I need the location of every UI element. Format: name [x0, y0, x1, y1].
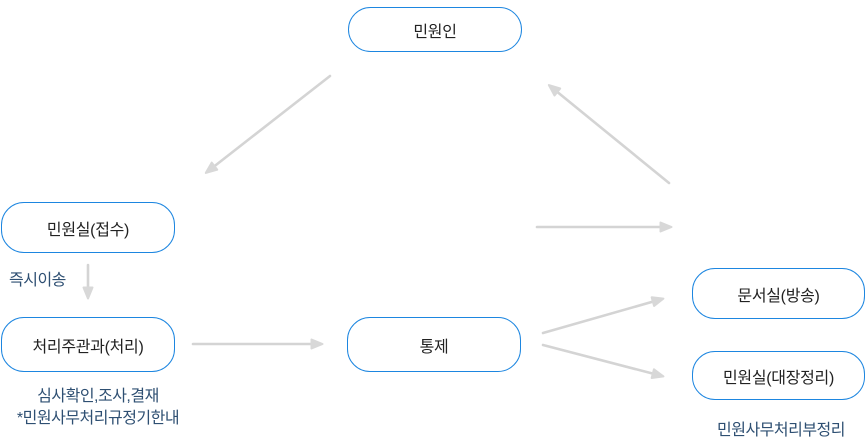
node-petitioner: 민원인 — [348, 7, 522, 52]
node-document-room-label: 문서실(방송) — [737, 287, 820, 305]
arrow-control-to-document-room — [541, 296, 665, 335]
node-handling-dept: 처리주관과(처리) — [1, 317, 175, 372]
node-ledger-room-label: 민원실(대장정리) — [723, 369, 834, 387]
node-reception: 민원실(접수) — [1, 202, 175, 253]
annotation-review-line1: 심사확인,조사,결재 — [37, 388, 159, 405]
annotation-review-line2: *민원사무처리규정기한내 — [16, 410, 180, 427]
annotation-immediate-transfer: 즉시이송 — [9, 272, 66, 289]
arrow-return-to-petitioner — [547, 84, 671, 185]
annotation-ledger-note: 민원사무처리부정리 — [717, 422, 845, 438]
node-handling-dept-label: 처리주관과(처리) — [32, 338, 144, 356]
arrow-petitioner-to-reception — [204, 74, 332, 174]
node-reception-label: 민원실(접수) — [46, 221, 130, 239]
arrow-control-to-ledger-room — [541, 343, 665, 379]
node-control: 통제 — [347, 317, 521, 372]
node-control-label: 통제 — [419, 338, 449, 356]
node-petitioner-label: 민원인 — [413, 23, 457, 41]
node-ledger-room: 민원실(대장정리) — [692, 351, 865, 400]
node-document-room: 문서실(방송) — [692, 268, 865, 319]
